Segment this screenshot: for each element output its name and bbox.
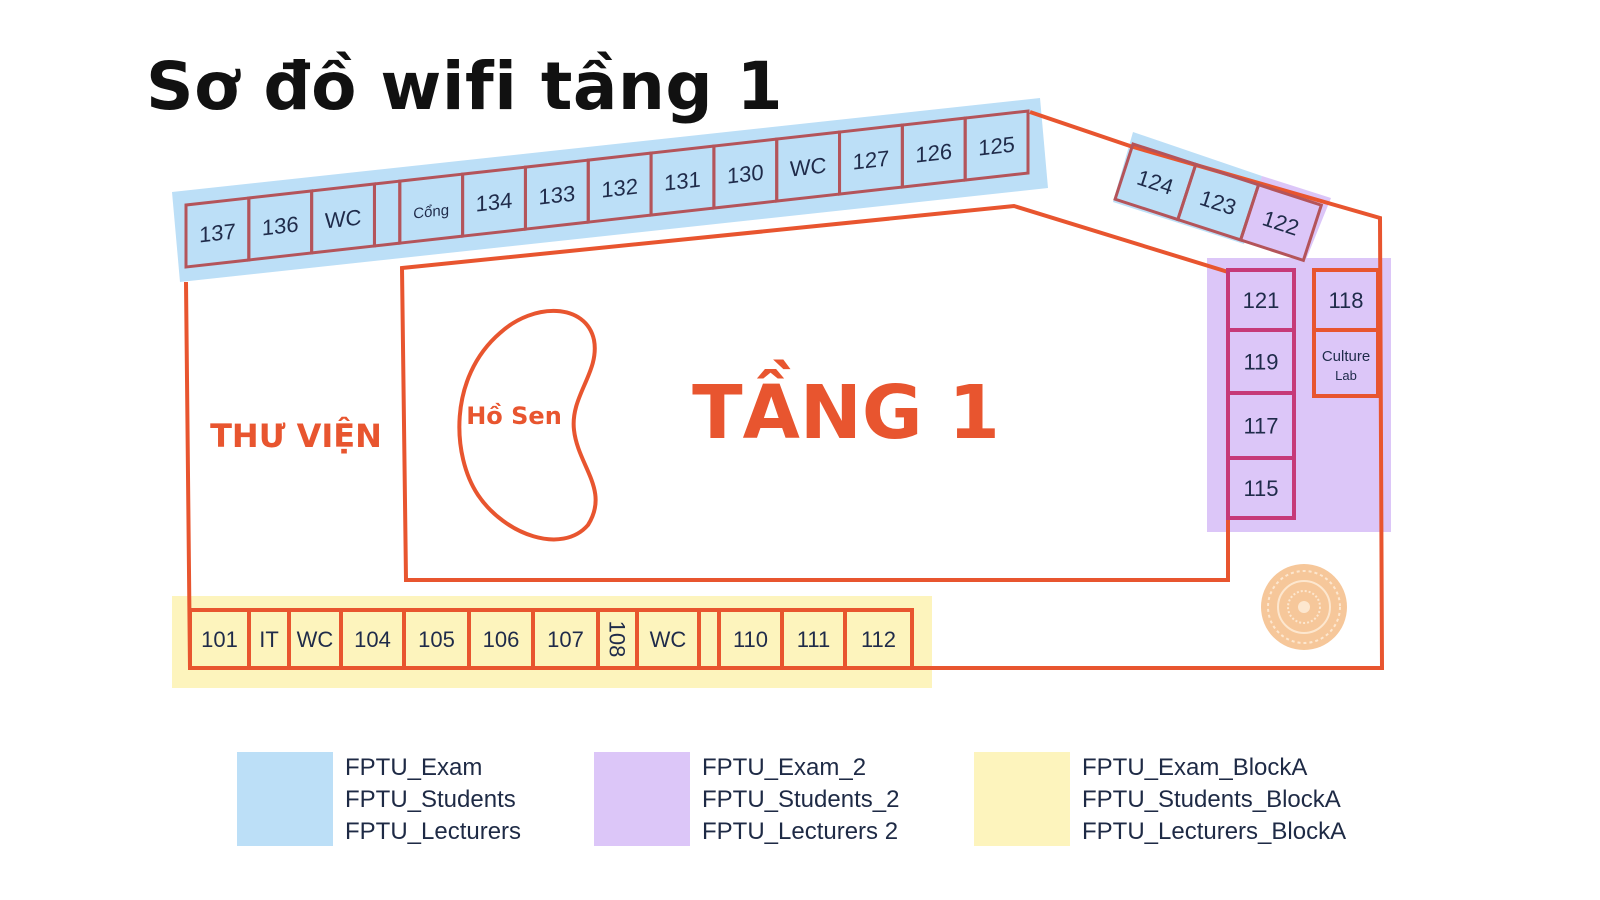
- legend-network: FPTU_Exam_BlockA: [1082, 754, 1308, 781]
- room-label: 112: [861, 627, 896, 652]
- legend-swatch-purple: [594, 752, 690, 846]
- room-label: 137: [199, 219, 236, 248]
- room-label: 119: [1243, 350, 1278, 375]
- zone-blue-top-row: [172, 98, 1048, 282]
- room-label: 110: [733, 627, 768, 652]
- room-label: Cổng: [413, 202, 449, 223]
- pond-label: Hồ Sen: [466, 402, 562, 430]
- compass-rose-emblem-icon: [1261, 564, 1347, 650]
- room: [1226, 456, 1296, 520]
- room-label: 117: [1243, 414, 1278, 439]
- library-label: THƯ VIỆN: [210, 417, 382, 455]
- room-label: 136: [262, 211, 299, 240]
- legend-network: FPTU_Exam: [345, 754, 483, 781]
- legend-network-list: FPTU_Exam_2 FPTU_Students_2 FPTU_Lecture…: [702, 752, 899, 846]
- room: [1238, 182, 1324, 263]
- room-label: 127: [853, 146, 890, 175]
- legend-network: FPTU_Lecturers: [345, 818, 522, 845]
- room-label: 106: [483, 627, 520, 652]
- legend-swatch-yellow: [974, 752, 1070, 846]
- legend-network: FPTU_Lecturers 2: [702, 818, 899, 845]
- legend-item-blue: FPTU_Exam FPTU_Students FPTU_Lecturers: [237, 752, 521, 846]
- room: [1312, 328, 1380, 398]
- room-label: 107: [547, 627, 584, 652]
- room-label: 125: [978, 132, 1015, 161]
- legend-item-purple: FPTU_Exam_2 FPTU_Students_2 FPTU_Lecture…: [594, 752, 899, 846]
- legend-network: FPTU_Exam_2: [702, 754, 867, 781]
- legend-item-yellow: FPTU_Exam_BlockA FPTU_Students_BlockA FP…: [974, 752, 1346, 846]
- legend-swatch-blue: [237, 752, 333, 846]
- room-label: WC: [650, 627, 687, 652]
- room-label: 118: [1328, 288, 1363, 313]
- room-label: 132: [601, 174, 638, 203]
- room-label: 108: [605, 621, 630, 658]
- legend-network: FPTU_Lecturers_BlockA: [1082, 818, 1347, 845]
- room-label: IT: [259, 627, 279, 652]
- room-label: Culture: [1322, 348, 1370, 365]
- room-label: WC: [325, 204, 362, 233]
- lotus-pond: [457, 309, 598, 542]
- room-label: 130: [727, 160, 764, 189]
- room-label: 126: [915, 139, 952, 168]
- room-label: 115: [1243, 476, 1278, 501]
- legend-network-list: FPTU_Exam_BlockA FPTU_Students_BlockA FP…: [1082, 752, 1346, 846]
- legend-network: FPTU_Students: [345, 786, 516, 813]
- room-label: WC: [297, 627, 334, 652]
- room-label: 131: [664, 167, 701, 196]
- room: [843, 608, 914, 670]
- room: [963, 109, 1030, 182]
- room-label: Lab: [1335, 368, 1357, 383]
- floor-label: TẦNG 1: [692, 359, 1000, 456]
- legend-network: FPTU_Students_BlockA: [1082, 786, 1341, 813]
- room-label: WC: [790, 153, 827, 182]
- page-title: Sơ đồ wifi tầng 1: [146, 48, 784, 125]
- room-label: 134: [476, 188, 513, 217]
- room-label: 104: [354, 627, 391, 652]
- legend-network: FPTU_Students_2: [702, 786, 900, 813]
- room-label: 101: [201, 627, 238, 652]
- bottom-row-rooms: 101 IT WC 104 105 106 107 108 WC 110 111 112: [188, 608, 914, 670]
- legend-network-list: FPTU_Exam FPTU_Students FPTU_Lecturers: [345, 752, 521, 846]
- room-label: 121: [1243, 288, 1280, 313]
- room-label: 105: [418, 627, 455, 652]
- room-label: 133: [539, 181, 576, 210]
- room-label: 111: [797, 627, 830, 652]
